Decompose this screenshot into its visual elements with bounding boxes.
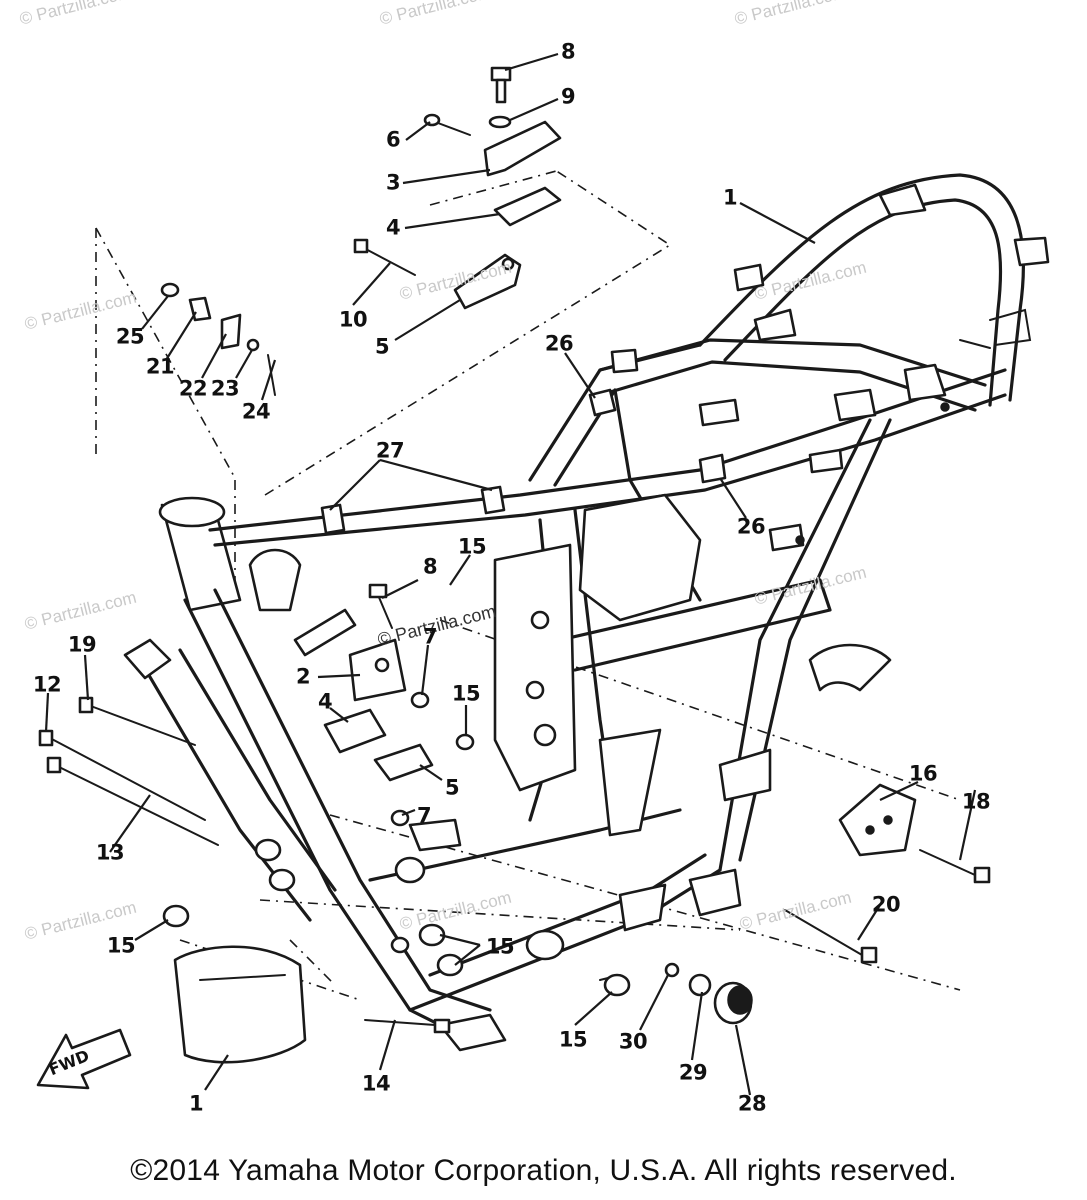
through-bolts <box>38 696 991 1034</box>
callout-24: 24 <box>241 399 271 424</box>
callout-28: 28 <box>737 1091 767 1116</box>
callout-20: 20 <box>871 892 901 917</box>
leader-lines <box>44 52 977 1096</box>
callout-6: 6 <box>385 127 401 152</box>
callout-26: 26 <box>544 331 574 356</box>
callout-8: 8 <box>422 554 438 579</box>
callout-10: 10 <box>338 307 368 332</box>
callout-14: 14 <box>361 1071 391 1096</box>
crankcase-cover <box>173 945 307 1064</box>
main-frame <box>123 173 1050 1052</box>
callout-19: 19 <box>67 632 97 657</box>
callout-12: 12 <box>32 672 62 697</box>
callout-29: 29 <box>678 1060 708 1085</box>
fwd-arrow-icon <box>36 1028 132 1090</box>
callout-13: 13 <box>95 840 125 865</box>
callout-5: 5 <box>374 334 390 359</box>
callout-30: 30 <box>618 1029 648 1054</box>
callout-15: 15 <box>451 681 481 706</box>
callout-7: 7 <box>416 803 432 828</box>
callout-8: 8 <box>560 39 576 64</box>
callout-9: 9 <box>560 84 576 109</box>
copyright-notice: ©2014 Yamaha Motor Corporation, U.S.A. A… <box>130 1154 957 1187</box>
callout-4: 4 <box>317 689 333 714</box>
callout-1: 1 <box>188 1091 204 1116</box>
callout-22: 22 <box>178 376 208 401</box>
bottom-hardware-parts <box>162 904 753 1025</box>
callout-5: 5 <box>444 775 460 800</box>
callout-2: 2 <box>295 664 311 689</box>
bracket-16 <box>838 783 917 857</box>
callout-26: 26 <box>736 514 766 539</box>
callout-21: 21 <box>145 354 175 379</box>
callout-15: 15 <box>485 934 515 959</box>
callout-4: 4 <box>385 215 401 240</box>
upper-engine-mount-parts <box>353 66 562 310</box>
callout-25: 25 <box>115 324 145 349</box>
callout-3: 3 <box>385 170 401 195</box>
callout-15: 15 <box>558 1027 588 1052</box>
callout-18: 18 <box>961 789 991 814</box>
callout-15: 15 <box>457 534 487 559</box>
callout-7: 7 <box>422 624 438 649</box>
callout-1: 1 <box>722 185 738 210</box>
callout-23: 23 <box>210 376 240 401</box>
callout-15: 15 <box>106 933 136 958</box>
front-engine-mount-parts <box>293 583 475 827</box>
callout-16: 16 <box>908 761 938 786</box>
callout-27: 27 <box>375 438 405 463</box>
